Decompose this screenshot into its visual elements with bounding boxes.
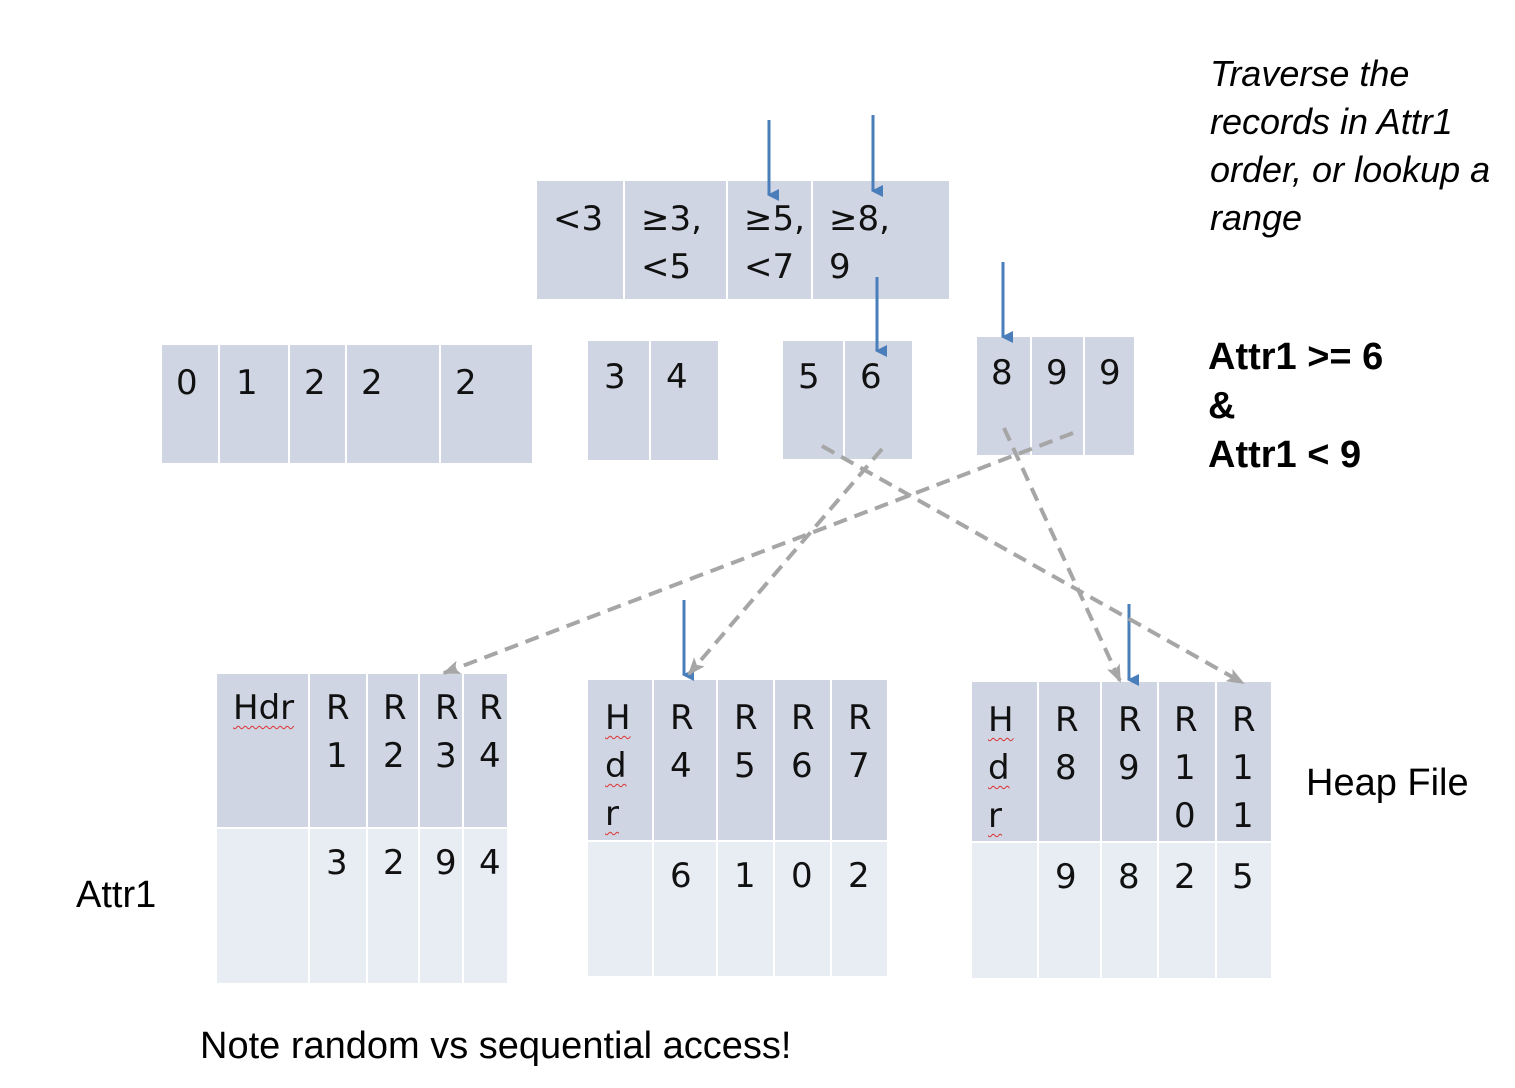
record-label: R 2 [368, 674, 418, 827]
record-attr1: 0 [775, 842, 830, 976]
record-label-char: 7 [848, 746, 870, 786]
record-label: R 5 [718, 680, 773, 840]
note-text: Note random vs sequential access! [200, 1025, 792, 1067]
leaf-key: 6 [845, 341, 912, 459]
record-label-char: 1 [326, 736, 348, 776]
record-label-char: R [670, 698, 694, 738]
record-label-char: R [1055, 700, 1079, 740]
root-cell: ≥8, 9 [813, 181, 949, 299]
leaf-key: 3 [588, 341, 649, 460]
record-label-char: 1 [1174, 748, 1196, 788]
record-label-char: R [734, 698, 758, 738]
record-label-char: R [1232, 700, 1256, 740]
record-attr1: 2 [1159, 843, 1215, 978]
condition-line-1: Attr1 >= 6 [1208, 336, 1384, 378]
leaf-key: 2 [441, 345, 532, 463]
condition-line-3: Attr1 < 9 [1208, 434, 1362, 476]
header-attr-cell [972, 843, 1037, 978]
record-label: R 8 [1039, 682, 1100, 841]
page-header-text: r [988, 796, 1002, 836]
record-label: R 4 [654, 680, 716, 840]
record-label-char: R [1174, 700, 1198, 740]
traverse-description: Traverse the records in Attr1 order, or … [1210, 53, 1491, 238]
pointer-arrow-5 [821, 444, 1245, 685]
heap-file-label: Heap File [1306, 762, 1469, 804]
leaf-key: 9 [1032, 337, 1083, 455]
page-header-text: H [988, 700, 1014, 740]
record-label-char: 9 [1118, 748, 1140, 788]
record-label-char: 2 [383, 736, 405, 776]
record-label-char: R [848, 698, 872, 738]
record-label-char: R [791, 698, 815, 738]
root-cell-text: ≥5, [744, 199, 805, 239]
record-attr1: 8 [1102, 843, 1157, 978]
record-attr1: 4 [464, 829, 507, 983]
record-label-char: 4 [670, 746, 692, 786]
record-label: R 1 [310, 674, 366, 827]
record-label: R 7 [832, 680, 887, 840]
leaf-key: 2 [290, 345, 345, 463]
root-cell-text: <5 [641, 247, 692, 287]
page-header-text: d [988, 748, 1010, 788]
page-header-text: d [605, 746, 627, 786]
record-label-char: 6 [791, 746, 813, 786]
root-cell-text: <3 [553, 199, 604, 239]
attr1-label: Attr1 [76, 874, 157, 916]
record-attr1: 3 [310, 829, 366, 983]
record-label: R 9 [1102, 682, 1157, 841]
root-cell-text: ≥3, [641, 199, 702, 239]
record-label-char: 1 [1232, 796, 1254, 836]
page-header-text: Hdr [233, 688, 295, 728]
record-label-char: R [479, 688, 503, 728]
condition-line-2: & [1208, 385, 1236, 427]
page-header-text: r [605, 794, 619, 834]
record-label: R 1 1 [1217, 682, 1271, 841]
record-attr1: 2 [832, 842, 887, 976]
pointer-arrow-6 [687, 447, 884, 676]
record-label-char: 8 [1055, 748, 1077, 788]
pointer-arrow-9 [442, 431, 1074, 675]
record-label: R 6 [775, 680, 830, 840]
record-label-char: R [1118, 700, 1142, 740]
page-header: Hdr [217, 674, 308, 827]
leaf-key: 5 [783, 341, 843, 459]
root-cell: <3 [537, 181, 623, 299]
root-cell-text: <7 [744, 247, 795, 287]
pointer-arrow-8 [1002, 427, 1122, 683]
page-header: H d r [588, 680, 652, 840]
header-attr-cell [217, 829, 308, 983]
page-header: H d r [972, 682, 1037, 841]
root-cell: ≥5, <7 [728, 181, 811, 299]
record-label: R 3 [420, 674, 462, 827]
leaf-key: 8 [977, 337, 1030, 455]
leaf-key: 2 [347, 345, 439, 463]
record-label-char: 3 [435, 736, 457, 776]
root-cell-text: 9 [829, 247, 851, 287]
record-label: R 1 0 [1159, 682, 1215, 841]
record-attr1: 1 [718, 842, 773, 976]
record-label-char: R [326, 688, 350, 728]
record-label-char: 1 [1232, 748, 1254, 788]
record-label: R 4 [464, 674, 507, 827]
record-label-char: 0 [1174, 796, 1196, 836]
header-attr-cell [588, 842, 652, 976]
leaf-key: 0 [162, 345, 218, 463]
leaf-key: 4 [651, 341, 718, 460]
root-cell-text: ≥8, [829, 199, 890, 239]
record-attr1: 6 [654, 842, 716, 976]
record-label-char: 5 [734, 746, 756, 786]
record-attr1: 5 [1217, 843, 1271, 978]
record-attr1: 9 [1039, 843, 1100, 978]
record-attr1: 9 [420, 829, 462, 983]
record-attr1: 2 [368, 829, 418, 983]
record-label-char: R [435, 688, 459, 728]
leaf-key: 1 [220, 345, 288, 463]
root-cell: ≥3, <5 [625, 181, 726, 299]
record-label-char: R [383, 688, 407, 728]
record-label-char: 4 [479, 736, 501, 776]
page-header-text: H [605, 698, 631, 738]
leaf-key: 9 [1085, 337, 1134, 455]
